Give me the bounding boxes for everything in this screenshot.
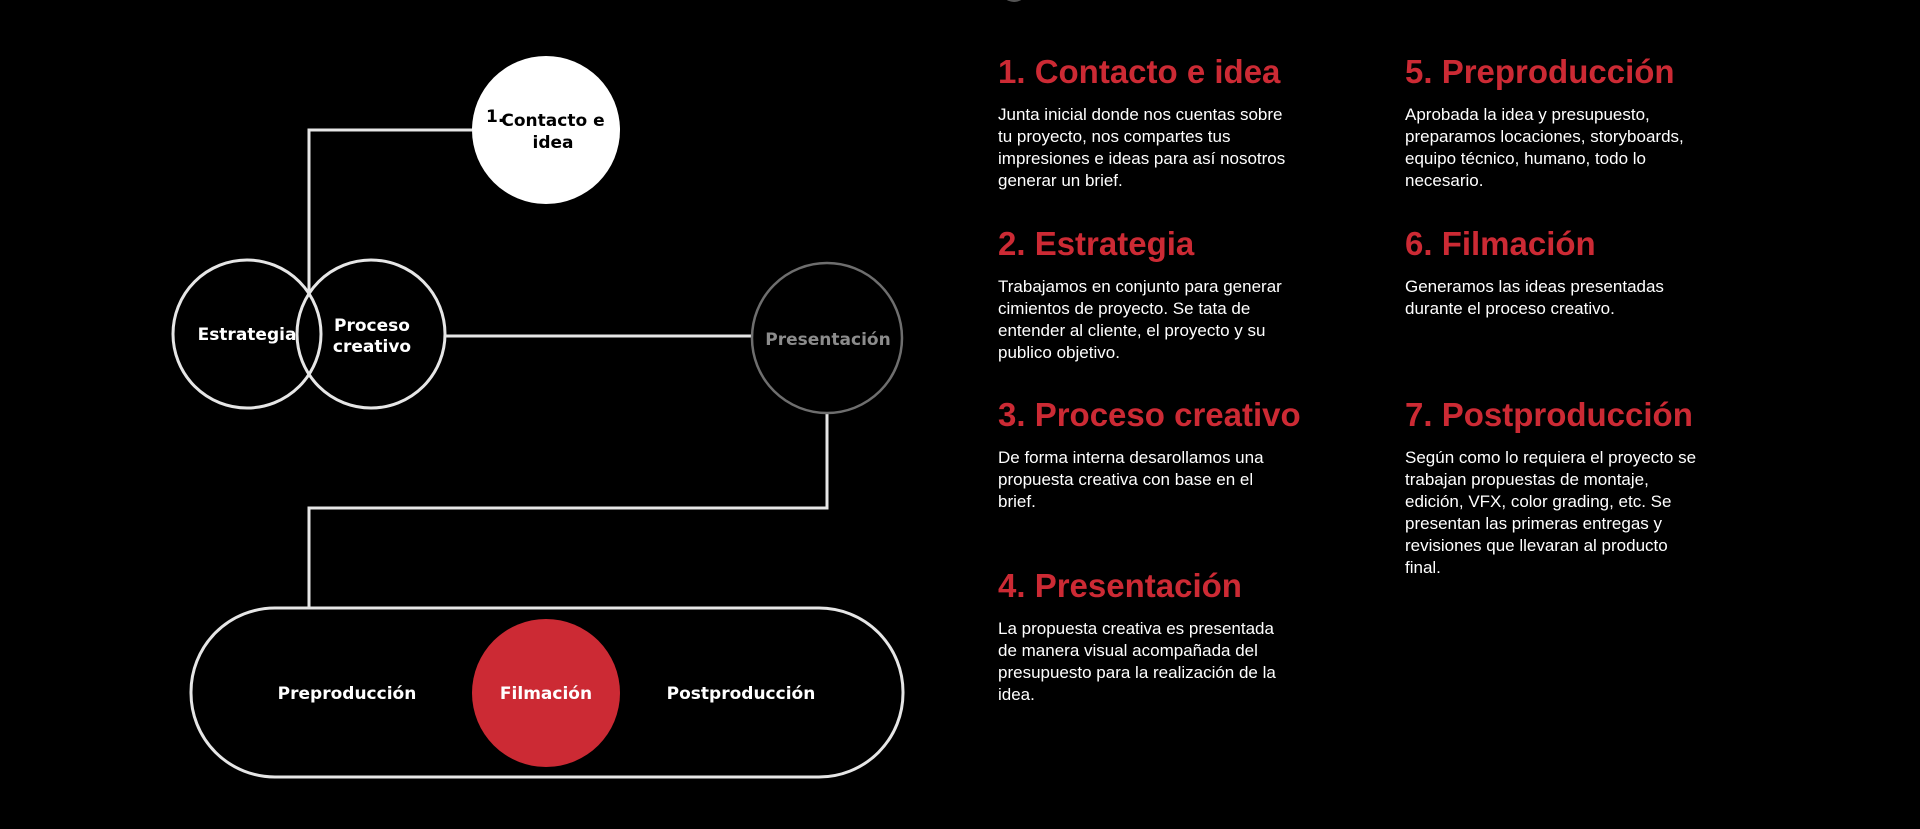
step-line: durante el proceso creativo.	[1405, 299, 1615, 318]
step-description: Generamos las ideas presentadas durante …	[1405, 276, 1715, 320]
step-description: Según como lo requiera el proyecto se tr…	[1405, 447, 1715, 579]
contacto-number-label: 1.	[486, 107, 504, 127]
step-line: Aprobada la idea y presupuesto,	[1405, 105, 1650, 124]
presentacion-label: Presentación	[765, 330, 890, 350]
step-line: idea.	[998, 685, 1035, 704]
contacto-idea-circle[interactable]	[472, 56, 620, 204]
step-title: 7. Postproducción	[1405, 396, 1693, 433]
process-flow-diagram: 1. Contacto e idea Estrategia Proceso cr…	[171, 56, 905, 779]
step-estrategia: 2. Estrategia Trabajamos en conjunto par…	[998, 224, 1308, 364]
step-presentacion: 4. Presentación La propuesta creativa es…	[998, 566, 1308, 706]
contacto-label-line1: Contacto e	[501, 111, 604, 131]
step-line: equipo técnico, humano, todo lo	[1405, 149, 1647, 168]
preproduccion-label: Preproducción	[278, 684, 417, 704]
step-line: Según como lo requiera el proyecto se	[1405, 448, 1697, 467]
step-line: De forma interna desarollamos una	[998, 448, 1264, 467]
connector-presentacion-to-production	[307, 412, 829, 608]
estrategia-label: Estrategia	[198, 325, 297, 345]
filmacion-circle[interactable]	[472, 619, 620, 767]
step-description: De forma interna desarollamos una propue…	[998, 447, 1308, 513]
step-title: 3. Proceso creativo	[998, 396, 1301, 433]
step-description: La propuesta creativa es presentada de m…	[998, 618, 1308, 706]
proceso-creativo-circle[interactable]	[295, 258, 447, 410]
step-contacto-idea: 1. Contacto e idea Junta inicial donde n…	[998, 52, 1308, 192]
step-title: 2. Estrategia	[998, 225, 1195, 262]
step-line: brief.	[998, 492, 1036, 511]
production-pill	[189, 606, 905, 779]
step-line: revisiones que llevaran al producto	[1405, 536, 1668, 555]
step-line: presentan las primeras entregas y	[1405, 514, 1663, 533]
postproduccion-label: Postproducción	[667, 684, 816, 704]
step-title: 1. Contacto e idea	[998, 53, 1281, 90]
contacto-label-line2: idea	[533, 133, 574, 153]
step-line: final.	[1405, 558, 1441, 577]
step-line: trabajan propuestas de montaje,	[1405, 470, 1649, 489]
connector-contacto-to-estrategia	[307, 128, 472, 292]
connector-lines	[307, 128, 829, 608]
step-line: Junta inicial donde nos cuentas sobre	[998, 105, 1283, 124]
step-title: 6. Filmación	[1405, 225, 1596, 262]
step-line: entender al cliente, el proyecto y su	[998, 321, 1266, 340]
partial-arc-decoration	[1000, 0, 1028, 2]
step-line: generar un brief.	[998, 171, 1123, 190]
step-line: de manera visual acompañada del	[998, 641, 1258, 660]
step-line: preparamos locaciones, storyboards,	[1405, 127, 1684, 146]
estrategia-circle[interactable]	[171, 258, 323, 410]
step-description: Trabajamos en conjunto para generar cimi…	[998, 276, 1308, 364]
step-filmacion: 6. Filmación Generamos las ideas present…	[1405, 224, 1715, 320]
step-line: impresiones e ideas para así nosotros	[998, 149, 1286, 168]
proceso-label-line2: creativo	[333, 337, 411, 357]
step-line: Trabajamos en conjunto para generar	[998, 277, 1282, 296]
step-line: presupuesto para la realización de la	[998, 663, 1276, 682]
filmacion-label: Filmación	[500, 684, 592, 704]
step-title: 5. Preproducción	[1405, 53, 1675, 90]
proceso-label-line1: Proceso	[334, 316, 410, 336]
step-postproduccion: 7. Postproducción Según como lo requiera…	[1405, 395, 1715, 579]
step-line: cimientos de proyecto. Se tata de	[998, 299, 1251, 318]
step-line: necesario.	[1405, 171, 1484, 190]
step-title: 4. Presentación	[998, 567, 1242, 604]
step-line: tu proyecto, nos compartes tus	[998, 127, 1231, 146]
step-proceso-creativo: 3. Proceso creativo De forma interna des…	[998, 395, 1308, 513]
step-description: Aprobada la idea y presupuesto, preparam…	[1405, 104, 1715, 192]
step-line: propuesta creativa con base en el	[998, 470, 1254, 489]
presentacion-circle[interactable]	[750, 261, 904, 415]
step-line: La propuesta creativa es presentada	[998, 619, 1274, 638]
step-line: publico objetivo.	[998, 343, 1120, 362]
step-preproduccion: 5. Preproducción Aprobada la idea y pres…	[1405, 52, 1715, 192]
step-line: Generamos las ideas presentadas	[1405, 277, 1664, 296]
step-description: Junta inicial donde nos cuentas sobre tu…	[998, 104, 1308, 192]
step-line: edición, VFX, color grading, etc. Se	[1405, 492, 1672, 511]
